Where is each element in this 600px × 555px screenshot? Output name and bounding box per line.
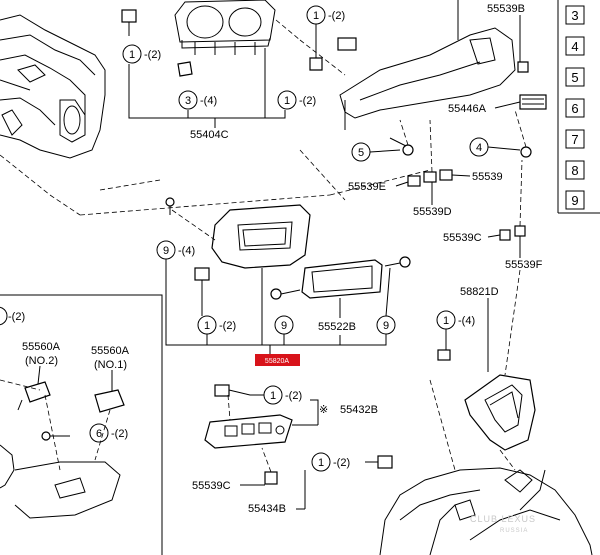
label-55432b: 55432B: [340, 404, 378, 416]
watermark-sub: RUSSIA: [500, 528, 528, 534]
legend-number: 9: [571, 193, 578, 208]
callout-qty: -(2): [8, 311, 25, 323]
legend-row: 7: [565, 129, 585, 149]
callout-9-mid: 9: [274, 315, 294, 335]
label-58821d: 58821D: [460, 286, 499, 298]
callout-qty: -(2): [333, 457, 350, 469]
callout-qty: -(4): [200, 95, 217, 107]
callout-number: 3: [185, 95, 191, 107]
legend-row: 8: [565, 160, 585, 180]
watermark: CLUB LEXUS: [470, 514, 536, 524]
callout-9-right: 9: [376, 315, 396, 335]
callout-3-top: 3 -(4): [178, 90, 217, 110]
callout-number: 4: [476, 142, 482, 154]
callout-1-top-mid: 1 -(2): [277, 90, 316, 110]
label-55404c: 55404C: [190, 129, 229, 141]
callout-1-bottom: 1 -(2): [311, 452, 350, 472]
callout-1-far-left: -(2): [0, 306, 25, 326]
callout-1-switch: 1 -(2): [263, 385, 302, 405]
callout-qty: -(2): [144, 49, 161, 61]
legend-number: 3: [571, 8, 578, 23]
callout-number: 1: [318, 457, 324, 469]
legend-number: 5: [571, 70, 578, 85]
label-55539c-top: 55539C: [443, 232, 482, 244]
callout-number: 5: [358, 147, 364, 159]
callout-qty: -(2): [299, 95, 316, 107]
legend-row: 3: [565, 5, 585, 25]
label-55539d: 55539D: [413, 206, 452, 218]
legend-row: 9: [565, 190, 585, 210]
asterisk-mark: ※: [319, 404, 328, 416]
callout-number: 1: [270, 390, 276, 402]
legend-number: 4: [571, 39, 578, 54]
label-55522b: 55522B: [318, 321, 356, 333]
highlight-marker: [255, 354, 300, 366]
callout-qty: -(4): [178, 245, 195, 257]
label-55434b: 55434B: [248, 503, 286, 515]
label-55539c-bottom: 55539C: [192, 480, 231, 492]
callout-number: 9: [163, 245, 169, 257]
callout-number: 1: [204, 320, 210, 332]
label-no1: (NO.1): [94, 359, 127, 371]
callout-qty: -(4): [458, 315, 475, 327]
label-55539b: 55539B: [487, 3, 525, 15]
center-bezel-drawing: [165, 197, 311, 281]
label-55820a: 55820A: [265, 358, 289, 365]
callout-4: 4: [469, 137, 489, 157]
callout-number: 1: [129, 49, 135, 61]
legend-number: 8: [571, 163, 578, 178]
legend-row: 6: [565, 98, 585, 118]
callout-qty: -(2): [111, 428, 128, 440]
display-panel-drawing: [270, 256, 411, 300]
label-55539e: 55539E: [348, 181, 386, 193]
legend-table: 3 4 5 6 7 8 9: [557, 0, 600, 214]
callout-5: 5: [351, 142, 371, 162]
lower-panel-drawing: [309, 27, 547, 130]
callout-1-top-right: 1 -(2): [306, 5, 345, 25]
console-trim-drawing: [464, 374, 536, 451]
callout-6: 6 -(2): [89, 423, 128, 443]
callout-qty: -(2): [328, 10, 345, 22]
legend-row: 5: [565, 67, 585, 87]
callout-number: 1: [284, 95, 290, 107]
callout-qty: -(2): [285, 390, 302, 402]
callout-number: 9: [383, 320, 389, 332]
callout-qty: -(2): [219, 320, 236, 332]
console-body-drawing: [379, 379, 593, 555]
callout-1-center: 1 -(2): [197, 315, 236, 335]
callout-number: 9: [281, 320, 287, 332]
label-55446a: 55446A: [448, 103, 487, 115]
legend-number: 7: [571, 132, 578, 147]
callout-9-left: 9 -(4): [156, 240, 195, 260]
callout-number: 1: [443, 315, 449, 327]
callout-1-top-left: 1 -(2): [122, 44, 161, 64]
label-55539f: 55539F: [505, 259, 543, 271]
switch-panel-drawing: [204, 384, 293, 449]
legend-row: 4: [565, 36, 585, 56]
label-55539: 55539: [472, 171, 503, 183]
callout-number: 6: [96, 428, 102, 440]
label-55560a-no1: 55560A: [91, 345, 130, 357]
dashboard-panel-drawing: [0, 14, 106, 216]
callout-1-right: 1 -(4): [436, 310, 475, 330]
glove-box-inset: -(2) 55560A (NO.2) 55560A (NO.1) 6 -(2): [0, 294, 163, 555]
label-55560a-no2: 55560A: [22, 341, 61, 353]
callout-number: 1: [313, 10, 319, 22]
cluster-hood-drawing: [121, 0, 301, 77]
label-no2: (NO.2): [25, 355, 58, 367]
legend-number: 6: [571, 101, 578, 116]
